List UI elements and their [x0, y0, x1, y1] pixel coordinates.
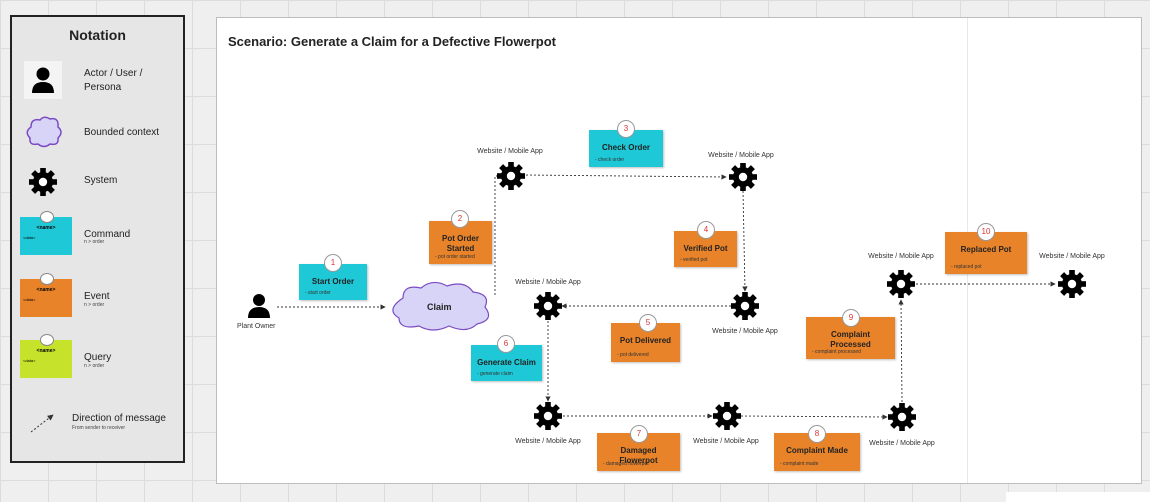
system-label: Website / Mobile App — [868, 253, 934, 260]
step-number-badge: 1 — [324, 254, 342, 272]
system-label: Website / Mobile App — [712, 328, 778, 335]
system-gear-icon[interactable] — [886, 269, 916, 299]
system-gear-icon[interactable] — [730, 291, 760, 321]
system-gear-icon[interactable] — [712, 401, 742, 431]
bounded-context-icon — [26, 116, 62, 148]
step-number-badge: 10 — [977, 223, 995, 241]
sticky-sub: - verified pot — [680, 257, 708, 263]
arrow-down-to-right-system — [742, 190, 748, 292]
direction-arrow-icon — [30, 414, 54, 433]
sticky-sub: - generate claim — [477, 371, 513, 377]
sticky-sub: - pot order started — [435, 254, 475, 260]
scenario-canvas[interactable]: Scenario: Generate a Claim for a Defecti… — [216, 17, 1142, 484]
legend-event-sub: n > order — [84, 302, 105, 308]
sticky-sub: - complaint processed — [812, 349, 861, 355]
step-number-badge: 8 — [808, 425, 826, 443]
legend-direction-label: Direction of message — [72, 413, 166, 424]
legend-card-name: <name> — [36, 348, 56, 354]
sticky-sub: - complaint made — [780, 461, 819, 467]
system-label: Website / Mobile App — [708, 152, 774, 159]
event-damaged-flowerpot[interactable]: Damaged Flowerpot - damaged flowerpot — [597, 433, 680, 471]
step-number-badge: 9 — [842, 309, 860, 327]
legend-command-label: Command — [84, 229, 131, 240]
scenario-title: Scenario: Generate a Claim for a Defecti… — [228, 34, 556, 49]
claim-label: Claim — [427, 302, 452, 312]
arrow-claim-to-system — [494, 173, 512, 295]
system-label: Website / Mobile App — [515, 438, 581, 445]
sticky-title: Verified Pot — [683, 244, 728, 253]
arrow-bottom-mid-to-right — [740, 414, 888, 420]
sticky-title: Pot Delivered — [619, 336, 672, 345]
legend-command-sub: n > order — [84, 239, 105, 245]
legend-card-name: <name> — [36, 225, 56, 231]
event-complaint-made[interactable]: Complaint Made - complaint made — [774, 433, 860, 471]
system-gear-icon[interactable] — [1057, 269, 1087, 299]
system-label: Website / Mobile App — [869, 440, 935, 447]
system-gear-icon[interactable] — [533, 291, 563, 321]
legend-system-label: System — [84, 175, 118, 186]
system-label: Website / Mobile App — [693, 438, 759, 445]
event-pot-order-started[interactable]: Pot Order Started - pot order started — [429, 221, 492, 264]
legend-event-card: <name> <data> — [20, 273, 72, 317]
legend-query-label: Query — [84, 352, 112, 363]
actor-label: Plant Owner — [237, 323, 276, 330]
system-label: Website / Mobile App — [477, 148, 543, 155]
sticky-title: Complaint Made — [786, 446, 848, 455]
legend-actor-label: Actor / User / Persona — [84, 68, 143, 93]
system-gear-icon — [29, 168, 57, 196]
legend-direction-sub: From sender to receiver — [72, 425, 126, 431]
sticky-title: Start Order — [311, 277, 355, 286]
bounded-context-claim[interactable] — [385, 280, 497, 332]
step-number-badge: 6 — [497, 335, 515, 353]
legend-card-lines: <data> — [23, 358, 36, 363]
sticky-title: Damaged Flowerpot — [619, 446, 658, 465]
actor-plant-owner-icon[interactable] — [244, 290, 274, 320]
sticky-sub: - start order — [305, 290, 331, 296]
system-gear-icon[interactable] — [887, 402, 917, 432]
legend-query-sub: n > order — [84, 363, 105, 369]
step-number-badge: 4 — [697, 221, 715, 239]
legend-card-name: <name> — [36, 287, 56, 293]
step-number-badge: 3 — [617, 120, 635, 138]
step-number-badge: 7 — [630, 425, 648, 443]
arrow-system-to-system-top — [525, 174, 727, 180]
sticky-sub: - pot delivered — [617, 352, 649, 358]
system-label: Website / Mobile App — [1039, 253, 1105, 260]
sticky-title: Replaced Pot — [960, 245, 1012, 254]
actor-icon — [24, 61, 62, 99]
system-gear-icon[interactable] — [533, 401, 563, 431]
step-number-badge: 5 — [639, 314, 657, 332]
legend-command-card: <name> <data> — [20, 211, 72, 255]
sticky-title: Pot Order Started — [442, 234, 479, 253]
command-check-order[interactable]: Check Order - check order — [589, 130, 663, 167]
sticky-title: Complaint Processed — [830, 330, 871, 349]
notation-legend: Notation Actor / User / Persona Bounded … — [10, 15, 185, 463]
sticky-title: Check Order — [601, 143, 651, 152]
legend-bounded-label: Bounded context — [84, 127, 160, 138]
system-gear-icon[interactable] — [728, 162, 758, 192]
legend-event-label: Event — [84, 291, 110, 302]
sticky-sub: - replaced pot — [951, 264, 982, 270]
sticky-title: Generate Claim — [477, 358, 536, 367]
sticky-sub: - damaged flowerpot — [603, 461, 649, 467]
system-gear-icon[interactable] — [496, 161, 526, 191]
step-number-badge: 2 — [451, 210, 469, 228]
legend-card-lines: <data> — [23, 235, 36, 240]
event-replaced-pot[interactable]: Replaced Pot - replaced pot — [945, 232, 1027, 274]
legend-title: Notation — [69, 27, 126, 43]
arrow-up-to-processed-system — [898, 299, 904, 403]
legend-card-lines: <data> — [23, 297, 36, 302]
bottom-toolbar-edge — [1006, 492, 1150, 502]
sticky-sub: - check order — [595, 157, 625, 163]
legend-query-card: <name> <data> — [20, 334, 72, 378]
system-label: Website / Mobile App — [515, 279, 581, 286]
